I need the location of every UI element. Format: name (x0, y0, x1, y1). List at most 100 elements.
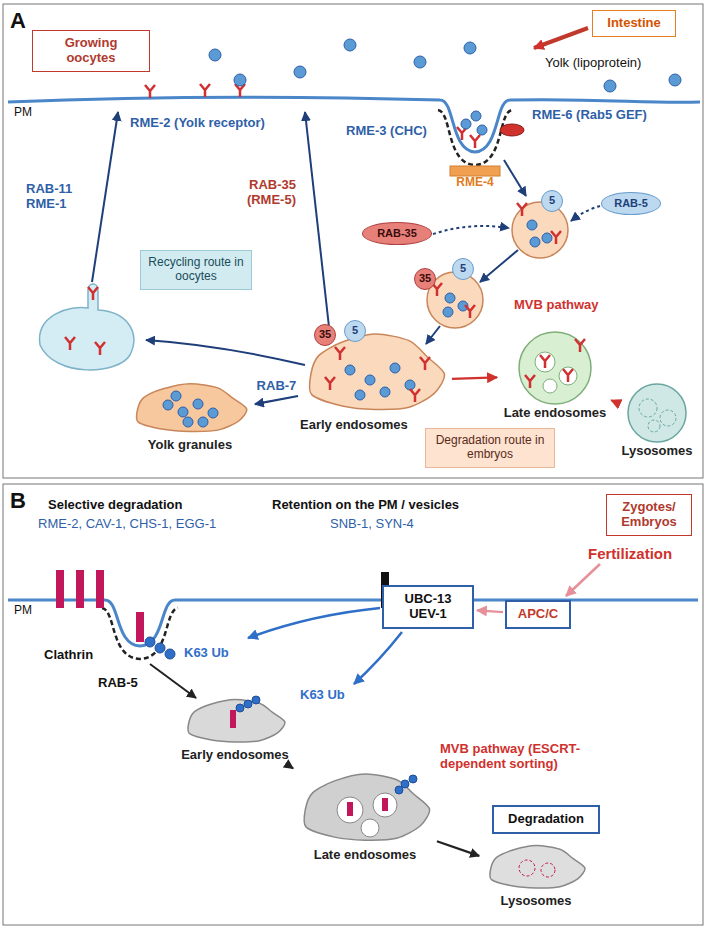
annotation-label: MVB pathway (514, 298, 599, 313)
annotation-label: Clathrin (44, 648, 93, 663)
label-box: Degradation route in embryos (425, 428, 555, 468)
node-text: APC/C (513, 607, 563, 622)
node-text: Intestine (599, 16, 669, 31)
label-box: Growing oocytes (32, 30, 150, 72)
rab-marker: 5 (541, 190, 563, 212)
node-text: 35 (415, 272, 435, 285)
pathway-arrow (504, 160, 526, 196)
organelle-node: Lysosomes (614, 382, 700, 459)
endocytic-vesicle (512, 202, 568, 258)
yolk-particle (209, 49, 221, 61)
vesicle-cargo (443, 307, 453, 317)
organelle-outline (309, 334, 444, 409)
organelle-content (639, 399, 676, 432)
annotation-label: B (10, 488, 26, 513)
organelle-node: Early endosomes355 (300, 330, 450, 433)
signal-arrow (150, 664, 196, 698)
organelle-node: Late endosomes (295, 770, 435, 863)
node-text: Degradation route in embryos (432, 434, 548, 462)
organelle-content (337, 775, 417, 837)
annotation-label: Selective degradation (48, 498, 182, 513)
ubiquitin-chain (165, 649, 175, 659)
panel-frame (3, 4, 703, 478)
vesicle-cargo (530, 237, 540, 247)
annotation-label: Retention on the PM / vesicles (272, 498, 459, 513)
node-text: Lysosomes (482, 894, 590, 909)
node-text: Growing oocytes (39, 36, 143, 66)
organelle-content (163, 391, 218, 427)
node-text: Early endosomes (180, 748, 290, 763)
signal-arrow (354, 632, 402, 684)
organelle-node: Early endosomes (180, 696, 290, 763)
membrane-cargo (76, 570, 84, 608)
panel-frame (3, 4, 703, 925)
membrane-cargo (96, 570, 104, 608)
annotation-label: RAB-5 (98, 676, 138, 691)
organelle-shape (440, 166, 510, 176)
pathway-connector (477, 610, 503, 612)
yolk-particle (669, 74, 681, 86)
rab-marker: 5 (344, 320, 366, 342)
plasma-membrane (8, 97, 700, 152)
annotation-label: PM (14, 106, 32, 120)
label-box: APC/C (505, 600, 571, 629)
node-text: Recycling route in oocytes (147, 256, 245, 284)
annotation-label: RME-3 (CHC) (346, 124, 427, 139)
membrane-cargo (56, 570, 64, 608)
organelle-shape (614, 382, 700, 444)
edge-label: RAB-7 (255, 379, 299, 394)
vesicle-cargo (527, 220, 537, 230)
pathway-connector (287, 764, 293, 768)
annotation-label: RME-2, CAV-1, CHS-1, EGG-1 (38, 517, 216, 532)
organelle-node: Lysosomes (482, 842, 590, 909)
yolk-particle (234, 74, 246, 86)
organelle-shape (128, 380, 252, 438)
annotation-label: Yolk (lipoprotein) (545, 56, 641, 71)
membrane-cargo (56, 570, 389, 642)
membrane-cargo (136, 612, 144, 642)
ubiquitin-chain (145, 637, 175, 659)
rab-marker: 35 (414, 268, 436, 290)
intestine-arrow (534, 28, 588, 48)
recycling-vesicle (40, 284, 134, 370)
node-text: Lysosomes (614, 444, 700, 459)
recycling-vesicle (95, 342, 105, 355)
organelle-content (519, 860, 555, 877)
label-box: Intestine (592, 10, 676, 37)
node-text: 5 (345, 324, 365, 337)
signal-arrow (566, 564, 600, 596)
organelle-content (325, 347, 430, 402)
annotation-label: RME-2 (Yolk receptor) (130, 116, 265, 131)
organelle-outline (628, 384, 686, 442)
rab-marker: 5 (452, 258, 474, 280)
panel-frame (3, 484, 703, 925)
organelle-outline (304, 774, 430, 840)
pathway-arrow (426, 326, 440, 344)
pathway-connector (452, 377, 497, 379)
node-text: RAB-5 (604, 197, 658, 210)
organelle-outline (188, 700, 285, 742)
annotation-label: PM (14, 604, 32, 618)
annotation-label: RAB-11 RME-1 (26, 182, 86, 212)
node-text: 5 (453, 262, 473, 275)
label-box: Recycling route in oocytes (140, 250, 252, 290)
pathway-arrow (92, 112, 118, 282)
organelle-shape (295, 770, 435, 848)
node-text: 35 (315, 328, 335, 341)
yolk-particle (604, 80, 616, 92)
node-text: Late endosomes (500, 406, 610, 421)
node-text: RAB-35 (365, 227, 429, 240)
ubiquitin-chain (155, 643, 165, 653)
pathway-arrow (92, 112, 600, 365)
rab-marker: RAB-35 (362, 222, 432, 245)
pathway-connector (437, 841, 479, 856)
yolk-particle (461, 119, 471, 129)
annotation-label: RAB-35 (RME-5) (232, 178, 296, 208)
adaptor-bar (450, 166, 500, 176)
rme-6-gef (500, 124, 524, 136)
organelle-outline (136, 384, 246, 432)
clathrin-coat (438, 110, 512, 165)
organelle-content (525, 339, 585, 393)
yolk-particle (344, 39, 356, 51)
plasma-membrane (8, 97, 700, 646)
